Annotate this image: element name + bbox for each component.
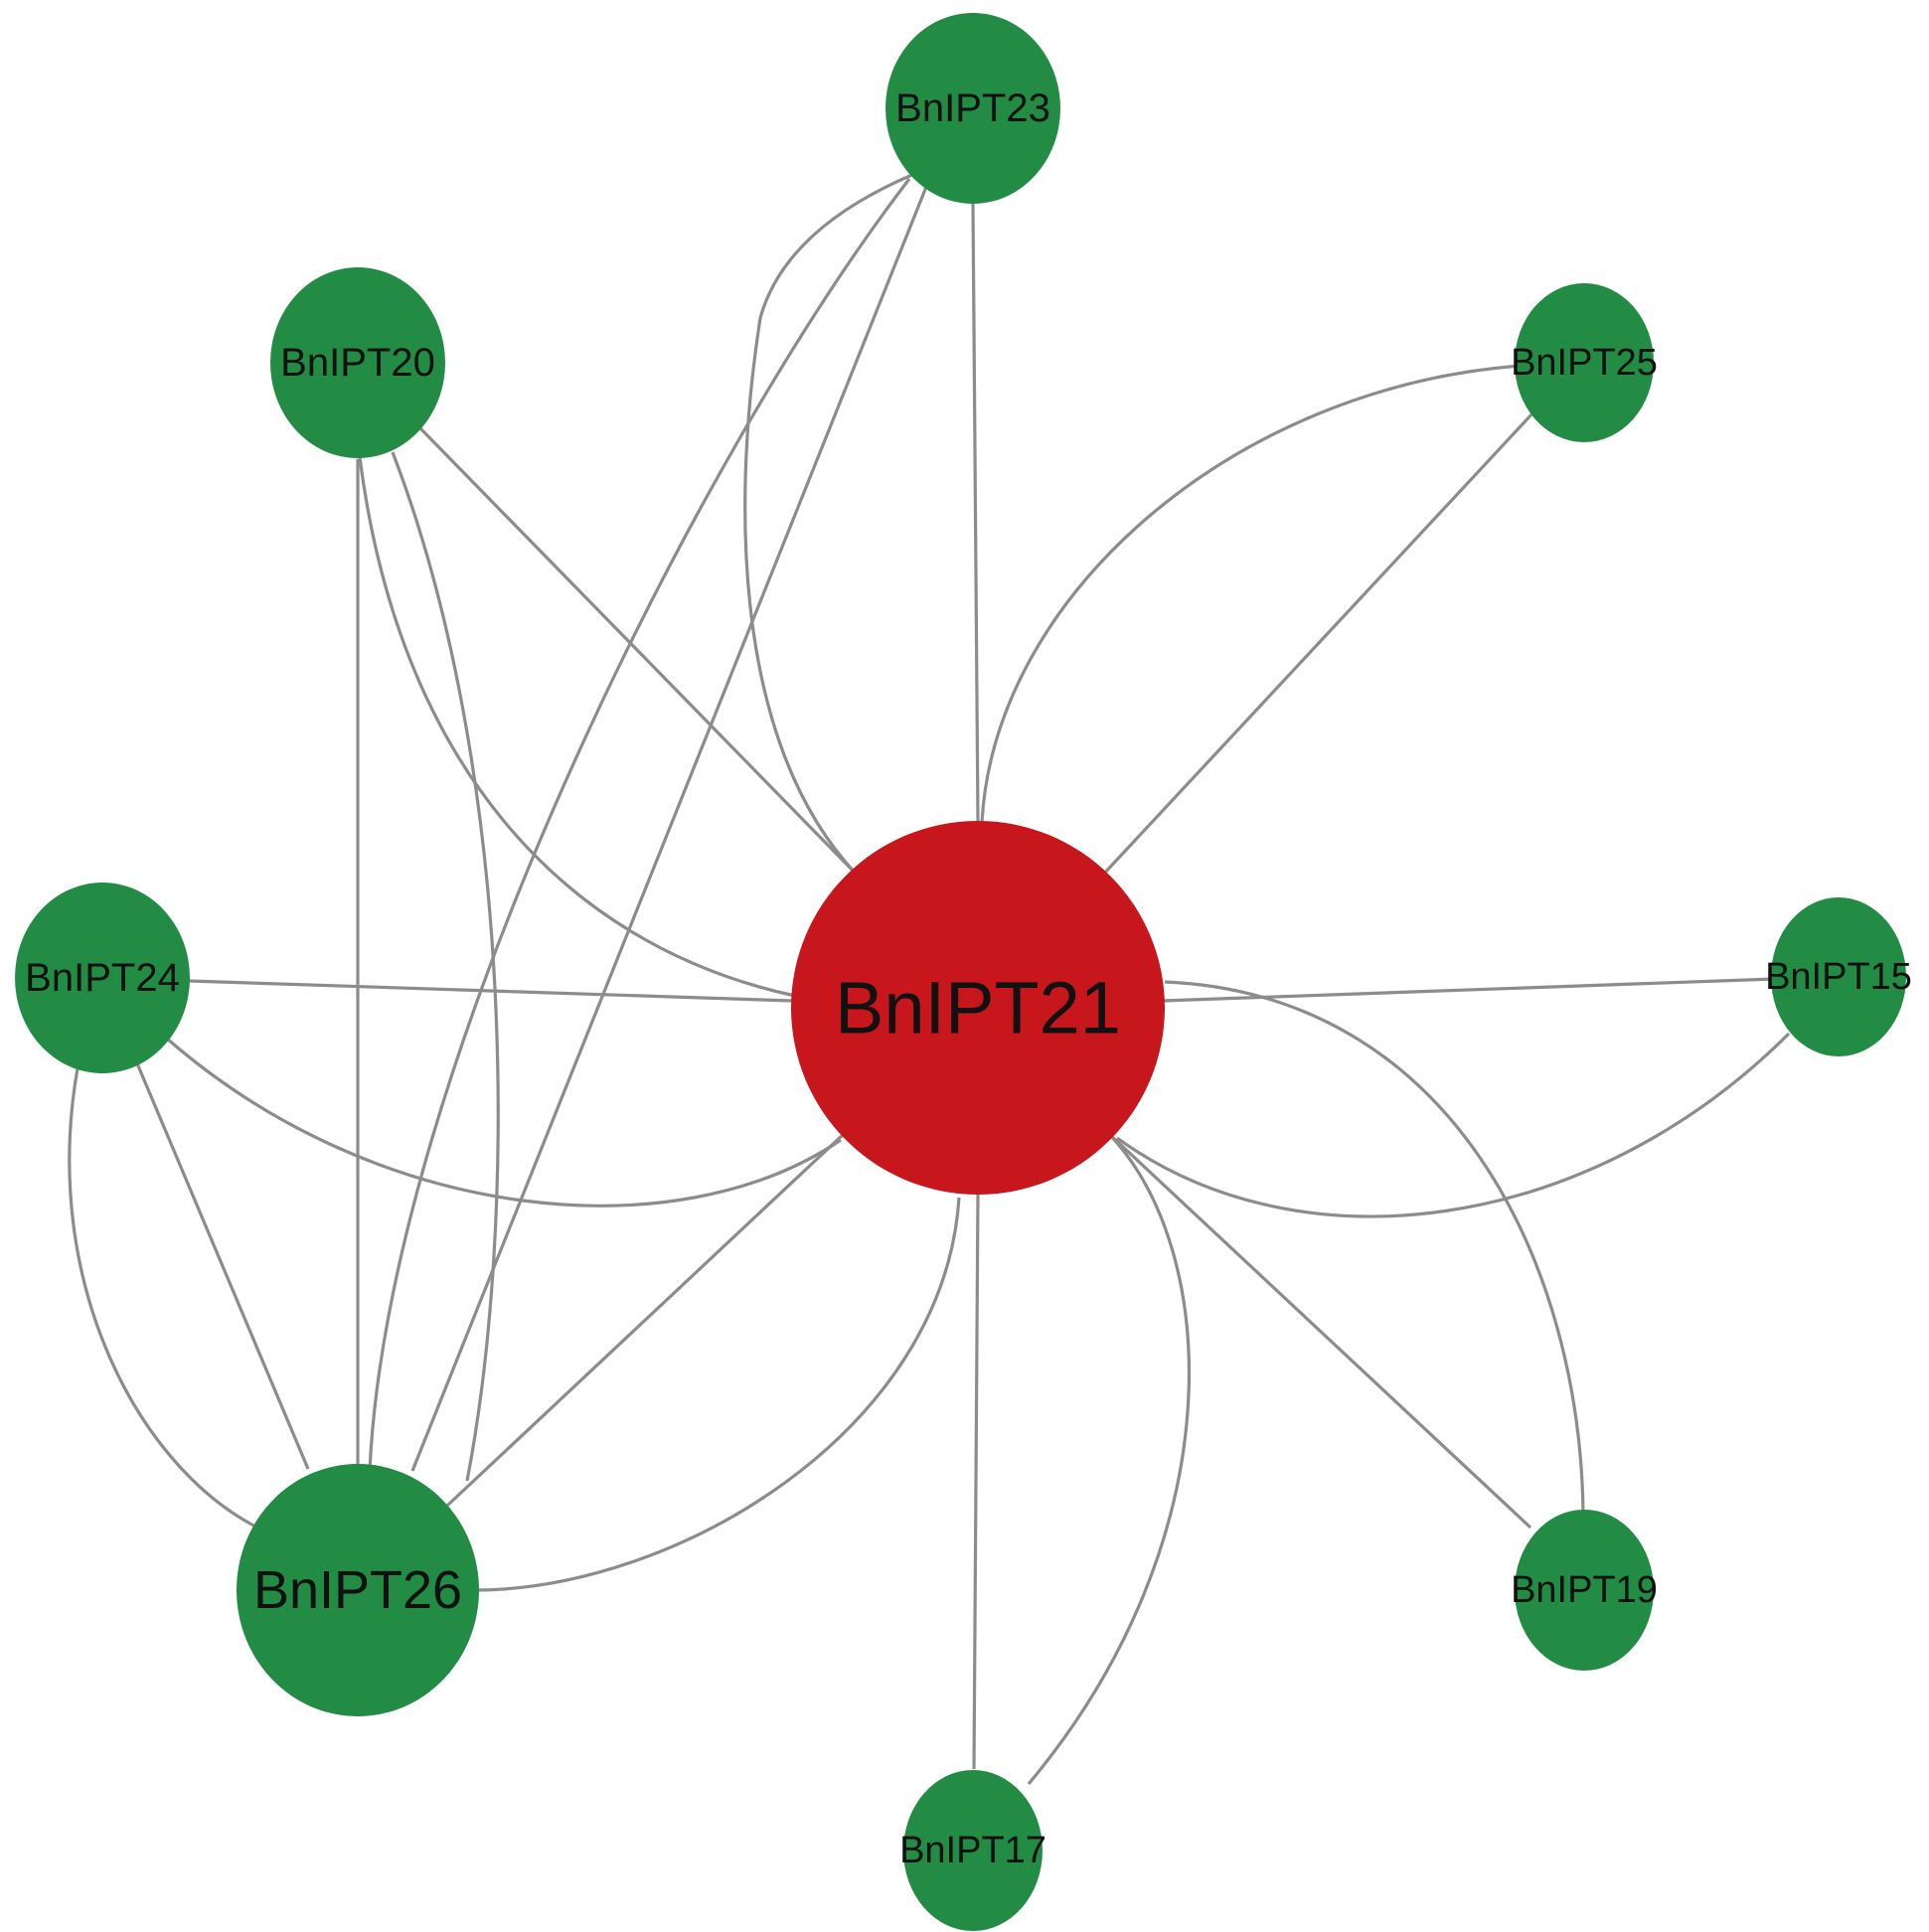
node-bnipt24: BnIPT24: [15, 883, 190, 1073]
edge-bnipt24-bnipt26-curve: [68, 1067, 264, 1532]
edge-bnipt21-bnipt19-curve: [1164, 980, 1585, 1515]
edge-layer: [68, 166, 1791, 1786]
edge-bnipt21-bnipt26-curve: [474, 1197, 961, 1592]
edge-bnipt21-bnipt25: [1101, 410, 1535, 877]
node-bnipt26: BnIPT26: [237, 1464, 479, 1716]
edge-bnipt21-bnipt20-curve: [358, 456, 796, 998]
edge-bnipt21-bnipt23-curve: [743, 172, 915, 877]
node-bnipt20: BnIPT20: [270, 267, 445, 458]
node-bnipt17-circle: [903, 1770, 1043, 1931]
edge-bnipt21-bnipt24: [188, 979, 793, 1003]
edge-bnipt21-bnipt17: [972, 1192, 980, 1770]
edge-bnipt20-bnipt26-curve: [391, 451, 500, 1482]
node-bnipt20-label: BnIPT20: [280, 341, 435, 385]
edge-bnipt21-bnipt24-curve: [165, 1037, 842, 1208]
node-bnipt19-circle: [1515, 1510, 1654, 1671]
edge-bnipt21-bnipt23: [971, 203, 980, 823]
node-bnipt17: BnIPT17: [899, 1770, 1046, 1931]
node-bnipt19: BnIPT19: [1511, 1510, 1658, 1671]
node-bnipt24-circle: [15, 883, 190, 1073]
edge-bnipt21-bnipt19: [1106, 1131, 1532, 1530]
edge-bnipt23-bnipt26-curve: [368, 178, 911, 1472]
node-bnipt23: BnIPT23: [885, 13, 1060, 204]
edge-bnipt23-bnipt26: [410, 166, 936, 1472]
node-bnipt25-label: BnIPT25: [1511, 342, 1658, 384]
node-bnipt21-label: BnIPT21: [835, 967, 1121, 1049]
node-bnipt15: BnIPT15: [1765, 897, 1912, 1056]
node-bnipt23-label: BnIPT23: [895, 86, 1050, 130]
edge-bnipt21-bnipt15: [1162, 977, 1776, 1003]
edge-bnipt21-bnipt17-curve: [1027, 1131, 1191, 1786]
edge-bnipt21-bnipt15-curve: [1116, 1032, 1791, 1218]
node-bnipt21-circle: [791, 821, 1165, 1195]
edge-bnipt24-bnipt26: [135, 1062, 310, 1470]
node-bnipt21: BnIPT21: [791, 821, 1165, 1195]
node-bnipt15-circle: [1771, 897, 1906, 1056]
node-bnipt24-label: BnIPT24: [25, 956, 180, 1000]
node-bnipt19-label: BnIPT19: [1511, 1569, 1658, 1611]
node-bnipt17-label: BnIPT17: [899, 1830, 1046, 1871]
node-bnipt15-label: BnIPT15: [1765, 956, 1912, 998]
edge-bnipt21-bnipt25-curve: [980, 364, 1522, 824]
node-bnipt25: BnIPT25: [1511, 283, 1658, 442]
node-bnipt25-circle: [1515, 283, 1654, 442]
edge-bnipt21-bnipt20: [417, 425, 859, 877]
node-bnipt26-circle: [237, 1464, 479, 1716]
node-bnipt23-circle: [885, 13, 1060, 204]
node-bnipt26-label: BnIPT26: [253, 1560, 462, 1620]
node-bnipt20-circle: [270, 267, 445, 458]
edge-bnipt21-bnipt26: [445, 1131, 847, 1508]
